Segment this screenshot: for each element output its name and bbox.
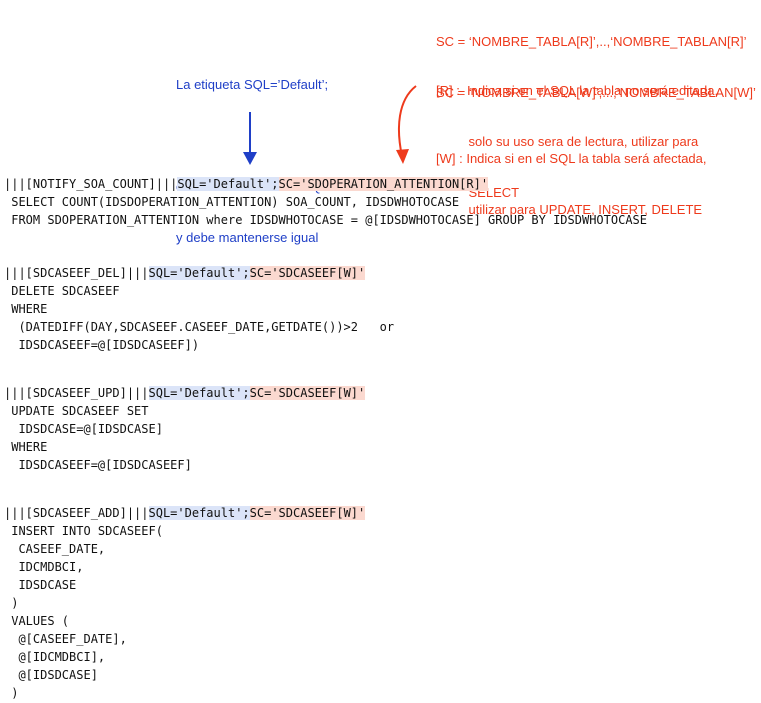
code-line: @[IDSDCASE] (4, 668, 98, 682)
code-line: ) (4, 686, 19, 700)
block-header: |||[SDCASEEF_UPD]|||SQL='Default';SC='SD… (4, 384, 366, 402)
header-prefix: |||[NOTIFY_SOA_COUNT]||| (4, 177, 178, 191)
header-prefix: |||[SDCASEEF_UPD]||| (4, 386, 149, 400)
code-line: IDSDCASEEF=@[IDSDCASEEF] (4, 458, 192, 472)
code-line: IDCMDBCI, (4, 560, 84, 574)
code-line: VALUES ( (4, 614, 70, 628)
code-block-sdcaseef-add: |||[SDCASEEF_ADD]|||SQL='Default';SC='SD… (4, 504, 366, 702)
header-prefix: |||[SDCASEEF_DEL]||| (4, 266, 149, 280)
red-curved-arrow-shaft (397, 85, 417, 157)
note-line: SC = ‘NOMBRE_TABLA[W]’,...,‘NOMBRE_TABLA… (436, 85, 756, 100)
sql-tag: SQL='Default'; (177, 177, 279, 191)
sc-tag: SC='SDCASEEF[W]' (249, 266, 366, 280)
code-line: DELETE SDCASEEF (4, 284, 120, 298)
note-line: La etiqueta SQL=’Default’; (176, 77, 329, 92)
red-curved-arrow-head (396, 149, 409, 164)
code-block-notify-soa-count: |||[NOTIFY_SOA_COUNT]|||SQL='Default';SC… (4, 175, 647, 229)
header-prefix: |||[SDCASEEF_ADD]||| (4, 506, 149, 520)
note-line: [W] : Indica si en el SQL la tabla será … (436, 151, 707, 166)
sc-tag: SC='SDCASEEF[W]' (249, 386, 366, 400)
sc-tag: SC='SDOPERATION_ATTENTION[R]' (278, 177, 489, 191)
code-line: CASEEF_DATE, (4, 542, 106, 556)
code-line: INSERT INTO SDCASEEF( (4, 524, 163, 538)
code-line: IDSDCASE (4, 578, 77, 592)
note-line (176, 127, 328, 144)
code-block-sdcaseef-del: |||[SDCASEEF_DEL]|||SQL='Default';SC='SD… (4, 264, 394, 354)
note-line: y debe mantenerse igual (176, 230, 319, 245)
note-line: SC = ‘NOMBRE_TABLA[R]’,..,‘NOMBRE_TABLAN… (436, 34, 747, 49)
note-line: [R] : Indica si en el SQL la tabla no se… (436, 83, 719, 98)
sc-format-note: SC = ‘NOMBRE_TABLA[R]’,..,‘NOMBRE_TABLAN… (436, 0, 756, 118)
block-header: |||[NOTIFY_SOA_COUNT]|||SQL='Default';SC… (4, 175, 647, 193)
sc-tag: SC='SDCASEEF[W]' (249, 506, 366, 520)
sql-tag: SQL='Default'; (148, 266, 250, 280)
code-line: WHERE (4, 440, 48, 454)
code-line: IDSDCASEEF=@[IDSDCASEEF]) (4, 338, 200, 352)
note-line: utilizar para UPDATE, INSERT, DELETE (436, 202, 703, 217)
block-header: |||[SDCASEEF_ADD]|||SQL='Default';SC='SD… (4, 504, 366, 522)
code-line: @[CASEEF_DATE], (4, 632, 127, 646)
code-block-sdcaseef-upd: |||[SDCASEEF_UPD]|||SQL='Default';SC='SD… (4, 384, 366, 474)
code-line: SELECT COUNT(IDSDOPERATION_ATTENTION) SO… (4, 195, 460, 209)
sql-tag: SQL='Default'; (148, 506, 250, 520)
sql-tag: SQL='Default'; (148, 386, 250, 400)
code-line: IDSDCASE=@[IDSDCASE] (4, 422, 163, 436)
code-line: FROM SDOPERATION_ATTENTION where IDSDWHO… (4, 213, 647, 227)
code-line: UPDATE SDCASEEF SET (4, 404, 149, 418)
code-line: WHERE (4, 302, 48, 316)
block-header: |||[SDCASEEF_DEL]|||SQL='Default';SC='SD… (4, 264, 394, 282)
note-line: solo su uso sera de lectura, utilizar pa… (436, 134, 699, 149)
read-flag-note: [R] : Indica si en el SQL la tabla no se… (436, 48, 718, 218)
code-line: (DATEDIFF(DAY,SDCASEEF.CASEEF_DATE,GETDA… (4, 320, 395, 334)
code-line: ) (4, 596, 19, 610)
write-flag-note: [W] : Indica si en el SQL la tabla será … (436, 116, 707, 235)
default-tag-note: La etiqueta SQL=’Default’; es común a to… (176, 42, 328, 263)
code-line: @[IDCMDBCI], (4, 650, 106, 664)
